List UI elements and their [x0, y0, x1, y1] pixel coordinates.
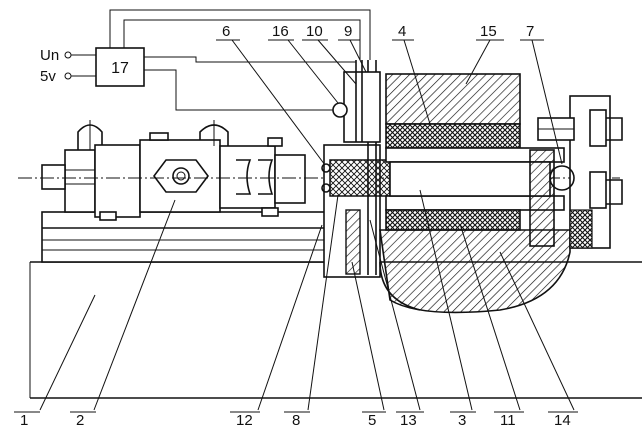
callout-13: 13 [400, 412, 417, 429]
input-terminal-5v [65, 73, 71, 79]
callout-15: 15 [480, 23, 497, 40]
callout-3: 3 [458, 412, 466, 429]
input-label-un: Un [40, 47, 59, 64]
callout-16: 16 [272, 23, 289, 40]
input-label-5v: 5v [40, 68, 56, 85]
probe-assembly [344, 60, 380, 142]
callout-6: 6 [222, 23, 230, 40]
callout-8: 8 [292, 412, 300, 429]
callout-5: 5 [368, 412, 376, 429]
input-terminal-un [65, 52, 71, 58]
callout-9: 9 [344, 23, 352, 40]
control-box-label: 17 [111, 60, 129, 77]
callout-7: 7 [526, 23, 534, 40]
callout-2: 2 [76, 412, 84, 429]
callout-11: 11 [500, 412, 516, 429]
callout-1: 1 [20, 412, 28, 429]
slide-bed [42, 212, 328, 262]
cutting-insert [322, 160, 390, 196]
callout-12: 12 [236, 412, 253, 429]
sensor-ring [333, 103, 347, 117]
callout-10: 10 [306, 23, 323, 40]
callout-14: 14 [554, 412, 571, 429]
callout-4: 4 [398, 23, 406, 40]
